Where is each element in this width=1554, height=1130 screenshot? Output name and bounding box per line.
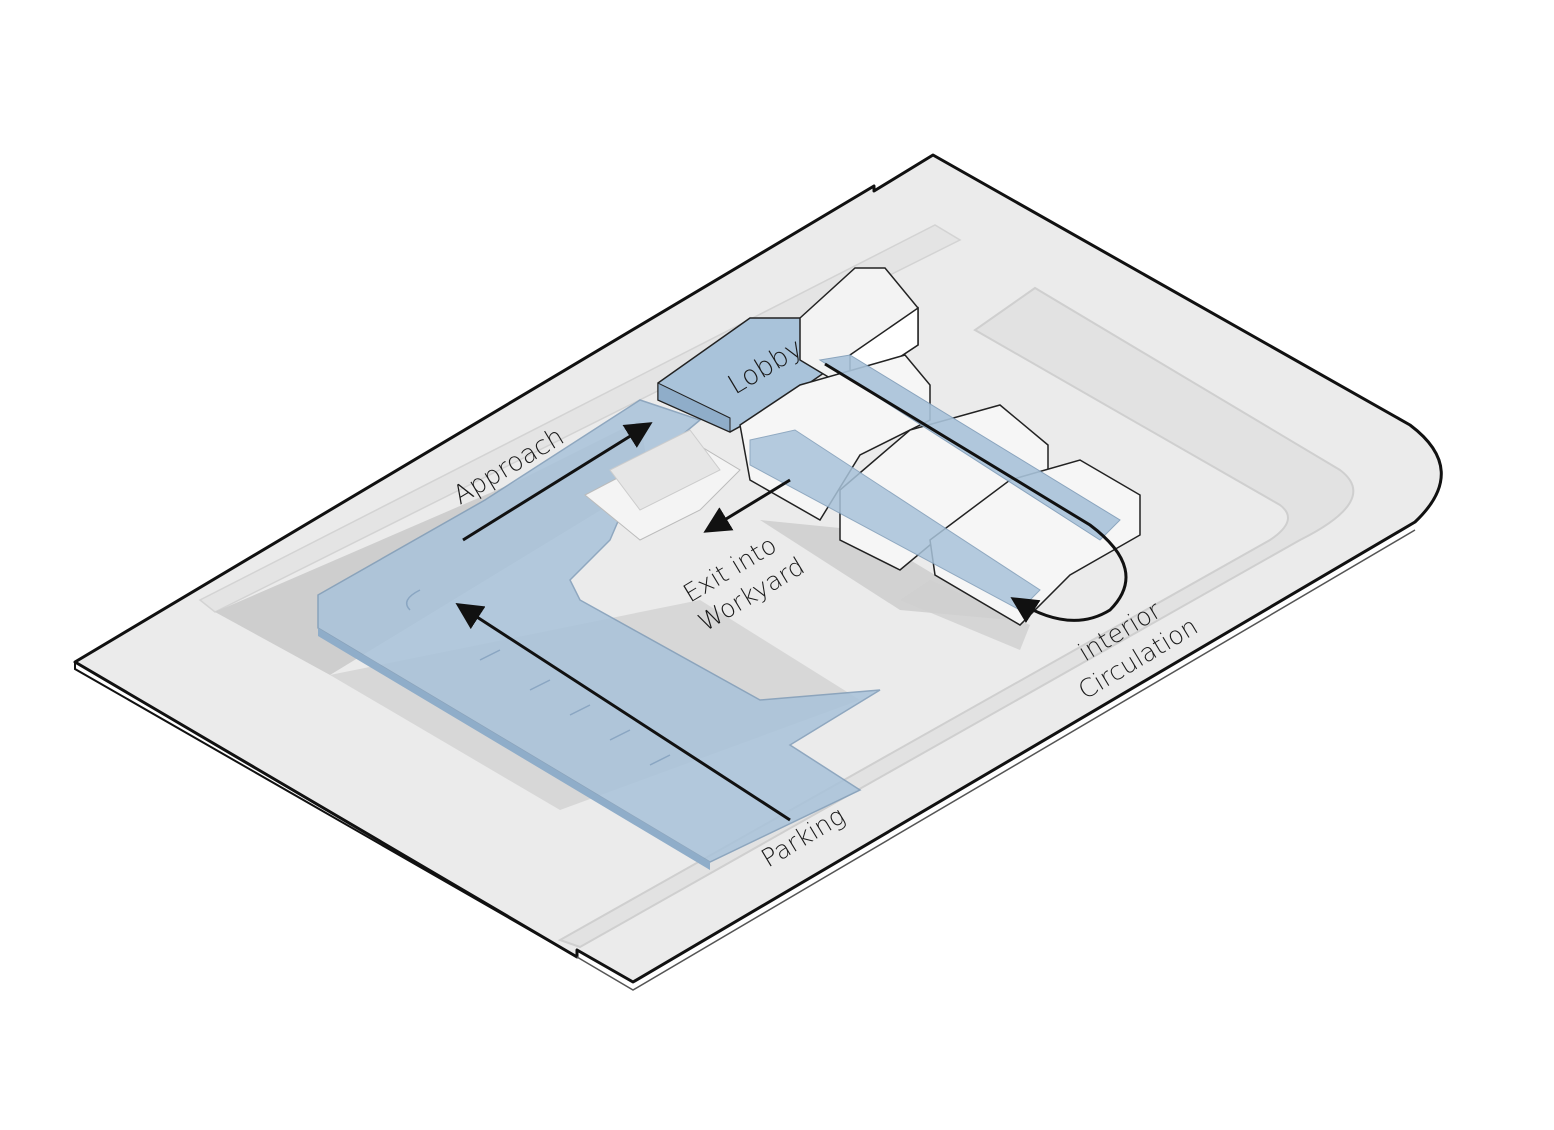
entry-steps bbox=[584, 429, 741, 541]
circulation-spine bbox=[749, 354, 1121, 611]
exit-arrow bbox=[703, 478, 791, 533]
arrows bbox=[455, 362, 1128, 822]
parking-area bbox=[317, 399, 881, 870]
interior-circulation-arrow bbox=[824, 362, 1128, 623]
approach-arrow bbox=[462, 422, 653, 542]
parking-arrow bbox=[455, 603, 791, 822]
